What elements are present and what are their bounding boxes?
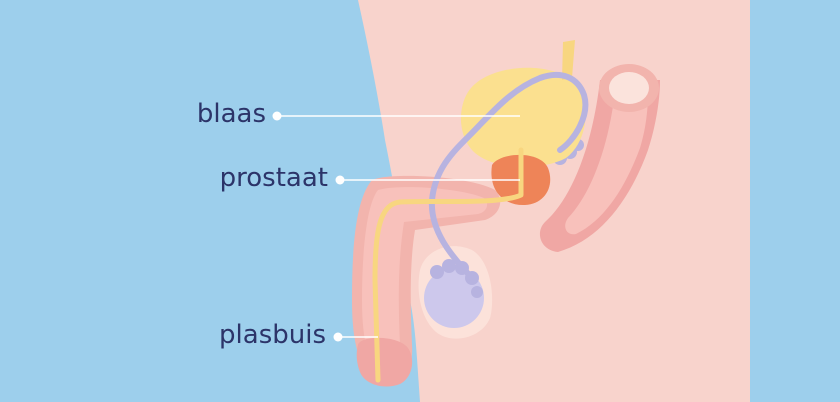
epididymis-2: [442, 259, 456, 273]
leader-dot-prostaat: [335, 175, 345, 185]
label-prostate: prostaat: [219, 163, 328, 193]
epididymis-1: [430, 265, 444, 279]
perineum: [470, 250, 579, 270]
leader-dot-blaas: [272, 111, 282, 121]
epididymis-5: [471, 286, 483, 298]
bladder: [460, 67, 586, 168]
rectum-inner: [565, 92, 648, 235]
urethra: [372, 147, 524, 383]
leader-dot-plasbuis: [333, 332, 343, 342]
label-urethra: plasbuis: [219, 320, 326, 350]
vas-deferens: [428, 71, 589, 283]
label-bladder: blaas: [196, 99, 266, 129]
buttock: [652, 0, 750, 402]
glans: [356, 337, 413, 387]
penis-inner: [362, 187, 488, 373]
ureter: [562, 40, 575, 80]
rectum-opening-inner: [609, 72, 649, 104]
